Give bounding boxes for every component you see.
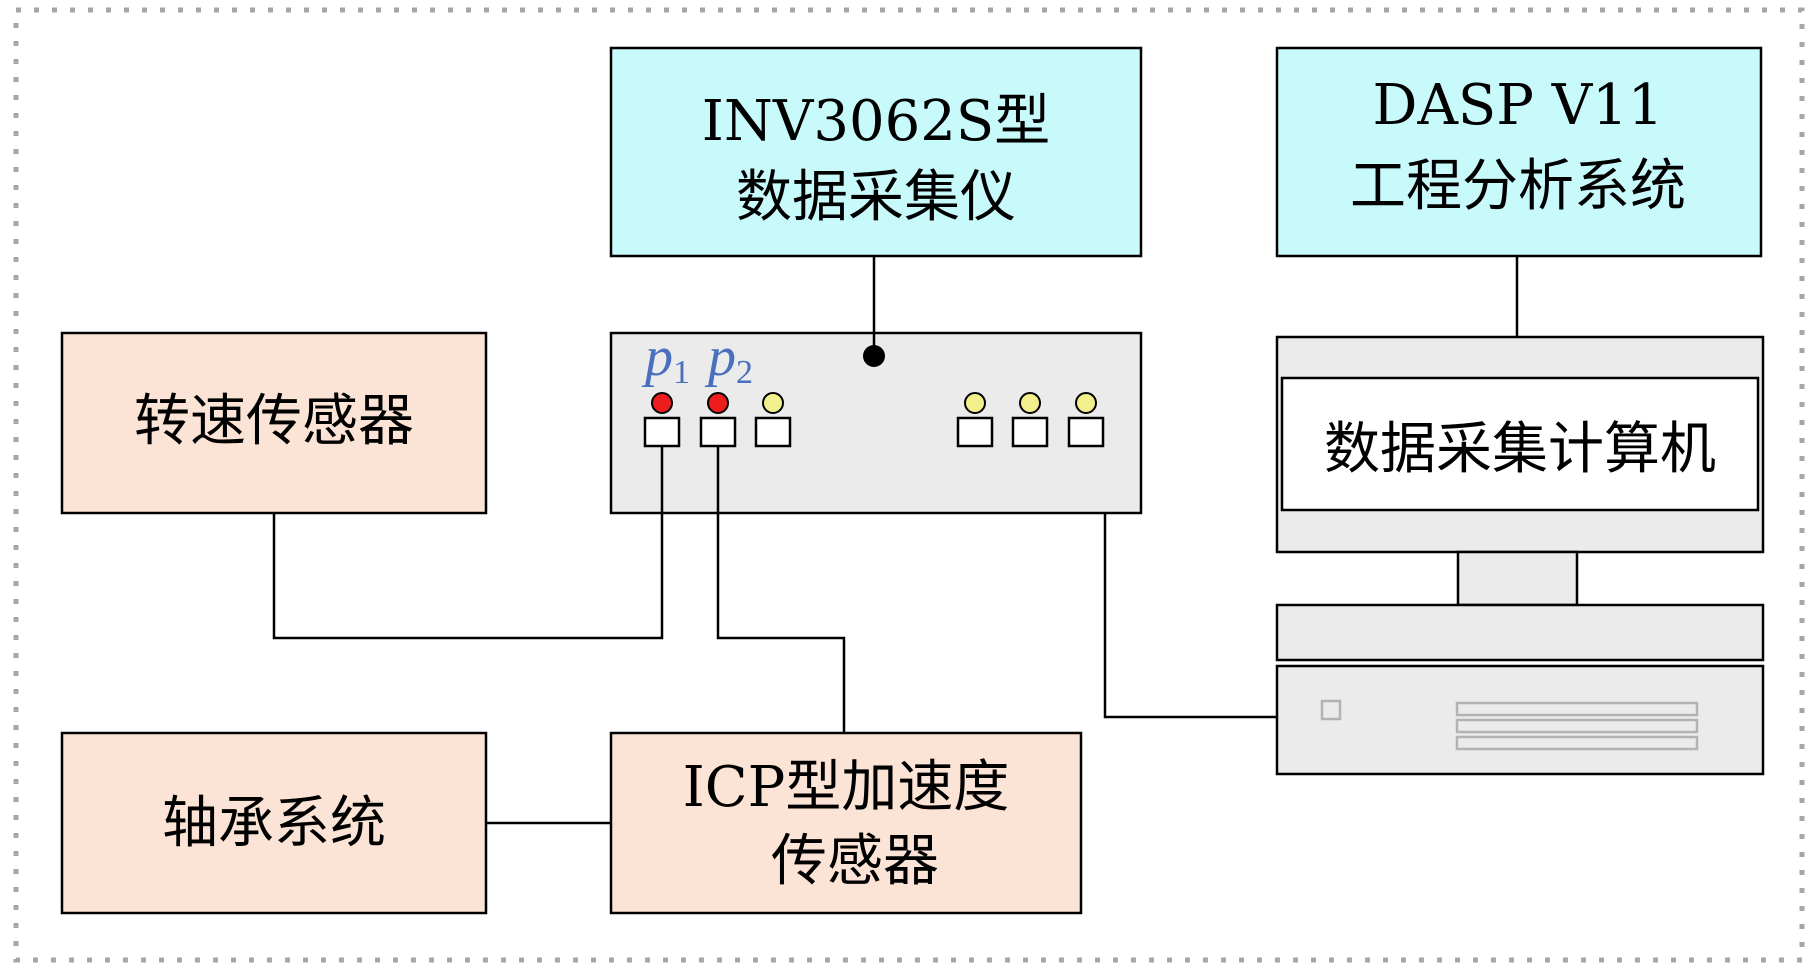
port-led-4 [964,392,986,414]
inv3062s-subtitle: 数据采集仪 [736,165,1016,230]
dasp-title: DASP V11 [1373,73,1664,138]
dasp-box: DASP V11 工程分析系统 [1275,46,1763,258]
port-led-5 [1019,392,1041,414]
speed-sensor-box: 转速传感器 [60,331,488,515]
monitor-stand [1456,550,1579,607]
port-led-p2 [707,392,729,414]
port-socket-5 [1011,416,1049,448]
port-led-p1 [651,392,673,414]
drive-slot-3 [1455,735,1699,751]
keyboard [1275,603,1765,662]
inv3062s-box: INV3062S型 数据采集仪 [609,46,1143,258]
port-led-3 [762,392,784,414]
wire-device-to-computer [1103,513,1277,719]
port-socket-4 [956,416,994,448]
connections [272,256,1519,825]
drive-slot-2 [1455,718,1699,734]
port-label-p1: p1 [641,326,690,391]
bearing-system-box: 轴承系统 [60,731,488,915]
computer-icon: 数据采集计算机 [1275,335,1765,776]
port-socket-p1 [643,416,681,448]
port-socket-3 [754,416,792,448]
port-socket-p2 [699,416,737,448]
port-led-6 [1075,392,1097,414]
computer-screen-label: 数据采集计算机 [1324,417,1716,482]
wire-p2-to-icp-sensor [716,446,846,733]
speed-sensor-label: 转速传感器 [134,389,414,454]
icp-sensor-title: ICP型加速度 [683,755,1010,820]
dasp-subtitle: 工程分析系统 [1350,154,1686,219]
port-label-p2: p2 [704,326,753,391]
power-button [1320,699,1342,721]
bearing-system-label: 轴承系统 [162,791,386,856]
monitor-screen [1280,376,1760,512]
drive-slot-1 [1455,701,1699,717]
inv3062s-title: INV3062S型 [702,89,1050,154]
wire-speed-sensor-to-p1 [272,446,664,640]
data-acquisition-device-icon: p1 p2 [609,326,1143,515]
icp-sensor-subtitle: 传感器 [771,829,939,894]
icp-sensor-box: ICP型加速度 传感器 [609,731,1083,915]
port-socket-6 [1067,416,1105,448]
